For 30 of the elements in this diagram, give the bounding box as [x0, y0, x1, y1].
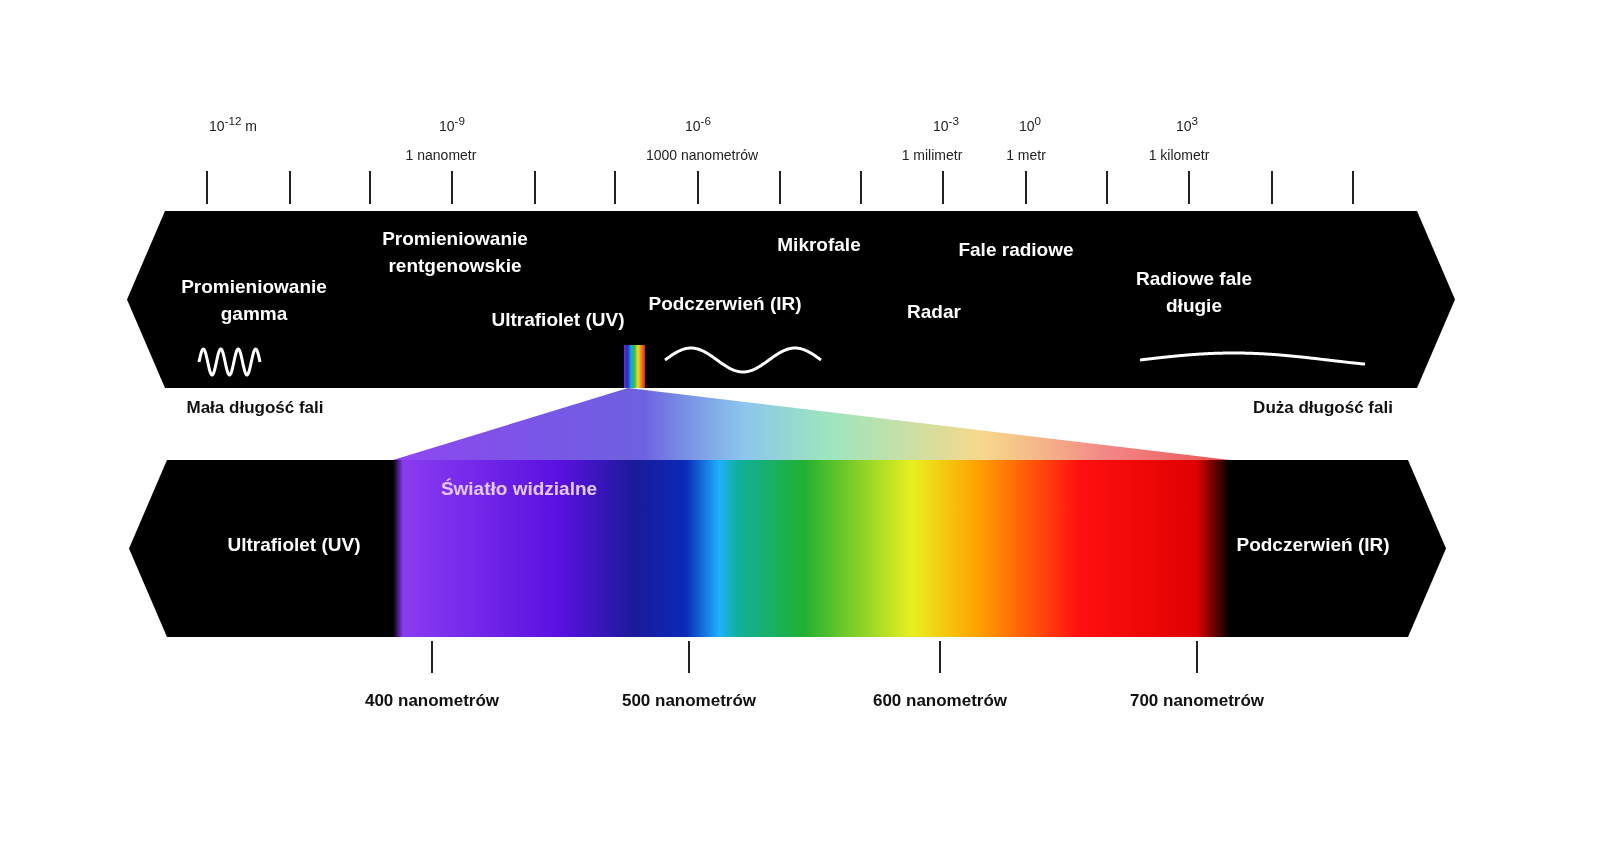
band-label: Fale radiowe [958, 237, 1074, 262]
wavelength-note: Duża długość fali [1253, 398, 1393, 418]
band-label: Mikrofale [777, 232, 861, 257]
scale-label: 10$^{-3}$ [933, 114, 959, 134]
spectrum-band [129, 460, 1446, 637]
scale-label: 1 nanometr [405, 147, 477, 163]
band-label: Podczerwień (IR) [647, 291, 803, 316]
scale-label: 1 metr [1006, 147, 1046, 163]
scale-label: 1000 nanometrów [645, 147, 759, 163]
band-label: Ultrafiolet (UV) [226, 532, 362, 557]
scale-label: 600 nanometrów [872, 691, 1008, 711]
scale-label: 10$^{-9}$ [439, 114, 465, 134]
band-label: Podczerwień (IR) [1235, 532, 1391, 557]
wavelength-note: Mała długość fali [186, 398, 324, 418]
scale-label: 10$^{0}$ [1018, 114, 1042, 134]
scale-label: 10$^{-6}$ [685, 114, 711, 134]
band-label: Radiowe fale długie [1134, 267, 1254, 318]
scale-label: 1 kilometr [1148, 147, 1210, 163]
band-label: Promieniowanie gamma [180, 275, 328, 326]
band-label: Ultrafiolet (UV) [490, 307, 626, 332]
scale-label: 10$^{3}$ [1175, 114, 1199, 134]
scale-label: 1 milimetr [901, 147, 963, 163]
spectrum-band [127, 211, 1455, 388]
band-label: Światło widzialne [440, 476, 598, 501]
band-label: Radar [907, 299, 961, 324]
scale-label: 10$^{-12}$ m [209, 114, 257, 134]
scale-label: 500 nanometrów [621, 691, 757, 711]
band-label: Promieniowanie rentgenowskie [381, 227, 529, 278]
scale-label: 400 nanometrów [364, 691, 500, 711]
scale-label: 700 nanometrów [1129, 691, 1265, 711]
